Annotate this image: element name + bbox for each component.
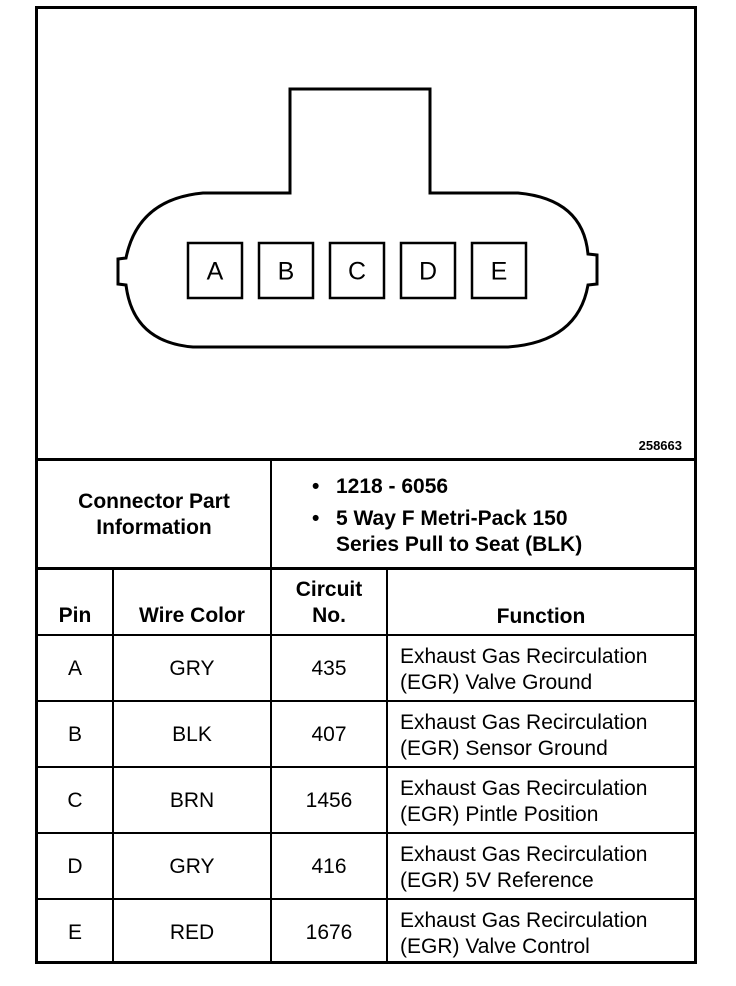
pin-cell: E <box>67 921 82 944</box>
connector-diagram: A B C D E 258663 <box>38 9 694 461</box>
function-line2: (EGR) Valve Ground <box>400 671 593 694</box>
divider-info <box>35 567 697 570</box>
wire-color-cell: GRY <box>169 855 215 878</box>
bullet-icon: • <box>312 475 320 498</box>
description-line1: 5 Way F Metri-Pack 150 <box>336 507 568 530</box>
pin-cavity-e <box>470 241 528 300</box>
circuit-cell: 416 <box>311 855 347 878</box>
function-cell: Exhaust Gas Recirculation (EGR) Valve Gro… <box>400 644 692 696</box>
pin-cavity-label: B <box>278 258 295 286</box>
wire-color-cell: BRN <box>169 789 215 812</box>
pin-cell: C <box>67 789 83 812</box>
pin-cell: D <box>67 855 83 878</box>
info-label-line2: Information <box>96 515 212 539</box>
function-line2: (EGR) Pintle Position <box>400 803 599 826</box>
function-line2: (EGR) Sensor Ground <box>400 737 608 760</box>
pin-cavity-c <box>328 241 386 300</box>
connector-outline: A B C D E <box>116 87 599 349</box>
circuit-cell: 1456 <box>305 789 353 812</box>
circuit-cell: 1676 <box>305 921 353 944</box>
header-wire-color: Wire Color <box>139 604 245 627</box>
connector-body <box>116 87 599 349</box>
part-number: 1218 - 6056 <box>336 475 449 498</box>
function-line2: (EGR) 5V Reference <box>400 869 594 892</box>
function-line1: Exhaust Gas Recirculation <box>400 645 648 668</box>
function-cell: Exhaust Gas Recirculation (EGR) Pintle Po… <box>400 776 692 828</box>
function-cell: Exhaust Gas Recirculation (EGR) Sensor Gr… <box>400 710 692 762</box>
row-divider-4 <box>35 898 697 900</box>
pin-cavity-label: E <box>491 258 508 286</box>
pin-cavity-d <box>399 241 457 300</box>
row-divider-1 <box>35 700 697 702</box>
row-divider-3 <box>35 832 697 834</box>
wire-color-cell: BLK <box>172 723 212 746</box>
description-line2: Series Pull to Seat (BLK) <box>336 533 583 556</box>
header-circuit-line2: No. <box>312 604 346 627</box>
connector-info-details: • 1218 - 6056 • 5 Way F Metri-Pack 150 S… <box>312 474 692 558</box>
pin-cavity-label: D <box>419 258 437 286</box>
bullet-icon: • <box>312 507 320 530</box>
function-cell: Exhaust Gas Recirculation (EGR) Valve Con… <box>400 908 692 960</box>
pin-cavity-label: C <box>348 258 366 286</box>
function-line1: Exhaust Gas Recirculation <box>400 909 648 932</box>
info-label-line1: Connector Part <box>78 489 230 513</box>
header-function: Function <box>496 605 586 628</box>
wire-color-cell: RED <box>169 921 215 944</box>
pin-cavity-a <box>186 241 244 300</box>
function-line1: Exhaust Gas Recirculation <box>400 777 648 800</box>
function-line1: Exhaust Gas Recirculation <box>400 711 648 734</box>
circuit-cell: 407 <box>311 723 347 746</box>
row-divider-header <box>35 634 697 636</box>
circuit-cell: 435 <box>311 657 347 680</box>
info-divider <box>270 461 272 568</box>
pin-cavities: A B C D E <box>186 241 528 300</box>
wire-color-cell: GRY <box>169 657 215 680</box>
pin-cell: A <box>67 657 82 680</box>
pin-cavity-label: A <box>207 258 224 286</box>
part-number-item: • 1218 - 6056 <box>312 474 692 500</box>
header-circuit: Circuit No. <box>272 572 386 634</box>
pin-cell: B <box>67 723 82 746</box>
row-divider-2 <box>35 766 697 768</box>
function-cell: Exhaust Gas Recirculation (EGR) 5V Refere… <box>400 842 692 894</box>
figure-id: 258663 <box>638 438 682 453</box>
connector-info-label: Connector Part Information <box>38 461 270 568</box>
header-pin: Pin <box>58 604 92 627</box>
description-item: • 5 Way F Metri-Pack 150 Series Pull to … <box>312 506 692 558</box>
divider-diagram <box>35 458 697 461</box>
function-line1: Exhaust Gas Recirculation <box>400 843 648 866</box>
function-line2: (EGR) Valve Control <box>400 935 590 958</box>
outer-frame <box>35 6 697 964</box>
pin-cavity-b <box>257 241 315 300</box>
header-circuit-line1: Circuit <box>295 578 363 601</box>
